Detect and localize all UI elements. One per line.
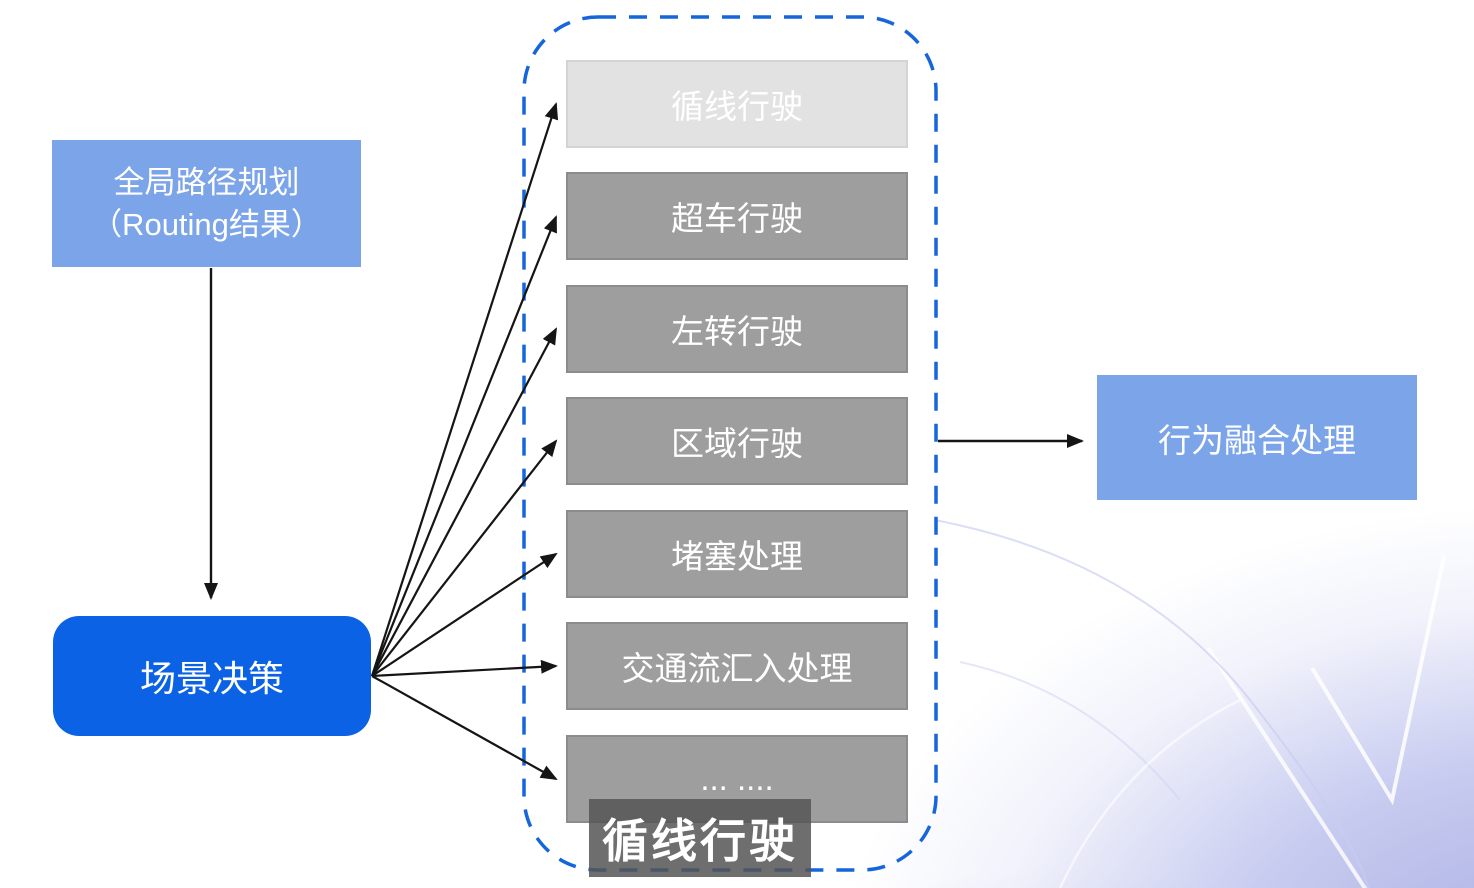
arrow-scene-to-item-4 (371, 439, 558, 677)
node-global-planning: 全局路径规划 （Routing结果） (52, 140, 361, 267)
arrow-scene-to-item-5 (371, 552, 558, 677)
arrow-scene-to-item-6 (371, 659, 558, 678)
scenario-item: 堵塞处理 (566, 510, 908, 598)
behavior-fusion-label: 行为融合处理 (1158, 421, 1356, 459)
arrow-scene-to-item-3 (371, 327, 557, 677)
caption-label: 循线行驶 (589, 799, 811, 877)
scenario-item: 区域行驶 (566, 397, 908, 485)
arrow-scene-to-item-1 (370, 102, 559, 677)
decor-diagonal-line (1206, 646, 1368, 888)
decor-arc-1 (934, 519, 1370, 888)
scenario-item: 超车行驶 (566, 172, 908, 260)
decor-arc-2 (959, 661, 1181, 801)
node-scene-decision: 场景决策 (53, 616, 371, 736)
arrow-scene-to-item-7 (371, 675, 558, 780)
scenario-item: 交通流汇入处理 (566, 622, 908, 710)
scenario-item: 左转行驶 (566, 285, 908, 373)
arrow-scene-to-item-2 (370, 215, 558, 677)
global-planning-line1: 全局路径规划 (113, 164, 300, 200)
global-planning-line2: （Routing结果） (91, 206, 322, 242)
scene-decision-label: 场景决策 (139, 658, 284, 699)
scenario-item: 循线行驶 (566, 60, 908, 148)
node-behavior-fusion: 行为融合处理 (1097, 375, 1417, 500)
decor-arc-3 (1058, 698, 1241, 888)
decor-check-line (1310, 555, 1446, 806)
